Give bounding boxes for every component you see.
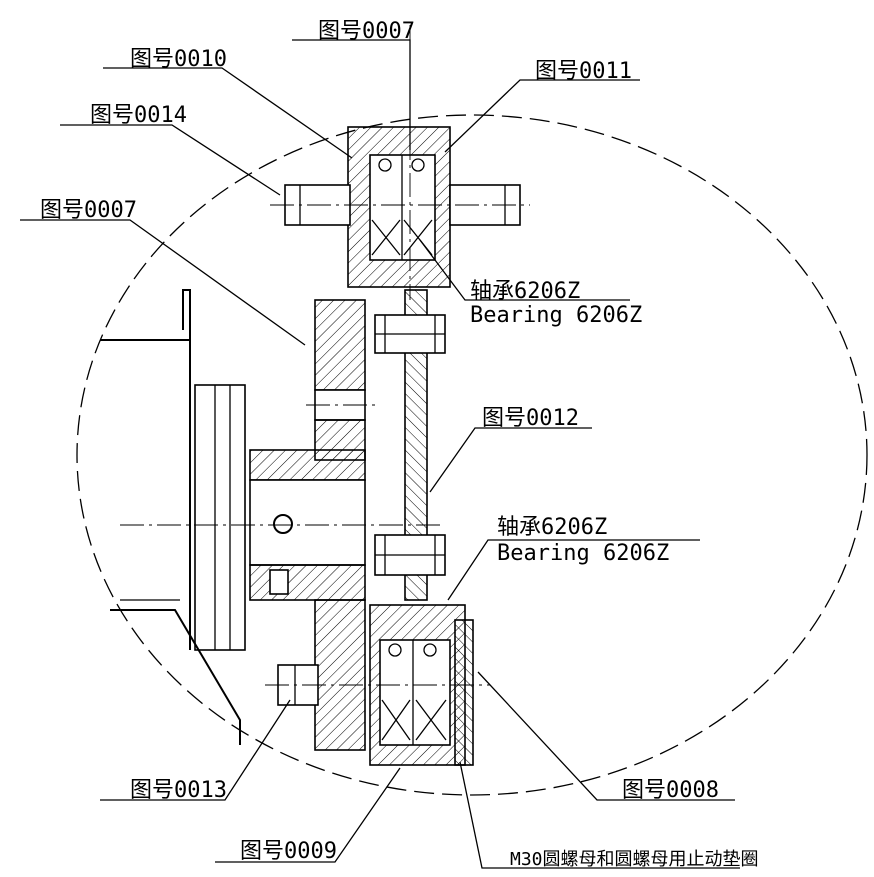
hub-bore-symbol <box>273 514 293 534</box>
label-part-0010: 图号0010 <box>130 47 227 72</box>
label-part-0009: 图号0009 <box>240 839 337 864</box>
label-part-0013: 图号0013 <box>130 778 227 803</box>
label-bearing-bottom-en: Bearing 6206Z <box>497 541 669 566</box>
machine-frame <box>100 289 246 745</box>
label-part-0007-top: 图号0007 <box>318 19 415 44</box>
label-bearing-top-cn: 轴承6206Z <box>470 279 580 304</box>
nut-upper <box>374 314 446 354</box>
label-part-0012: 图号0012 <box>482 406 579 431</box>
label-part-0008: 图号0008 <box>622 778 719 803</box>
upper-bearing-housing <box>347 126 451 288</box>
label-part-0014: 图号0014 <box>90 103 187 128</box>
leader-lines <box>20 39 740 869</box>
arm-part-0007 <box>249 299 366 751</box>
nut-lower <box>374 534 446 576</box>
detail-circle <box>76 114 868 796</box>
label-part-0011: 图号0011 <box>535 59 632 84</box>
connecting-plate-0012 <box>404 289 428 601</box>
label-m30-nut: M30圆螺母和圆螺母用止动垫圈 <box>510 849 759 870</box>
label-bearing-bottom-cn: 轴承6206Z <box>497 515 607 540</box>
label-part-0007-left: 图号0007 <box>40 198 137 223</box>
label-bearing-top-en: Bearing 6206Z <box>470 303 642 328</box>
cover-0008 <box>454 619 474 766</box>
